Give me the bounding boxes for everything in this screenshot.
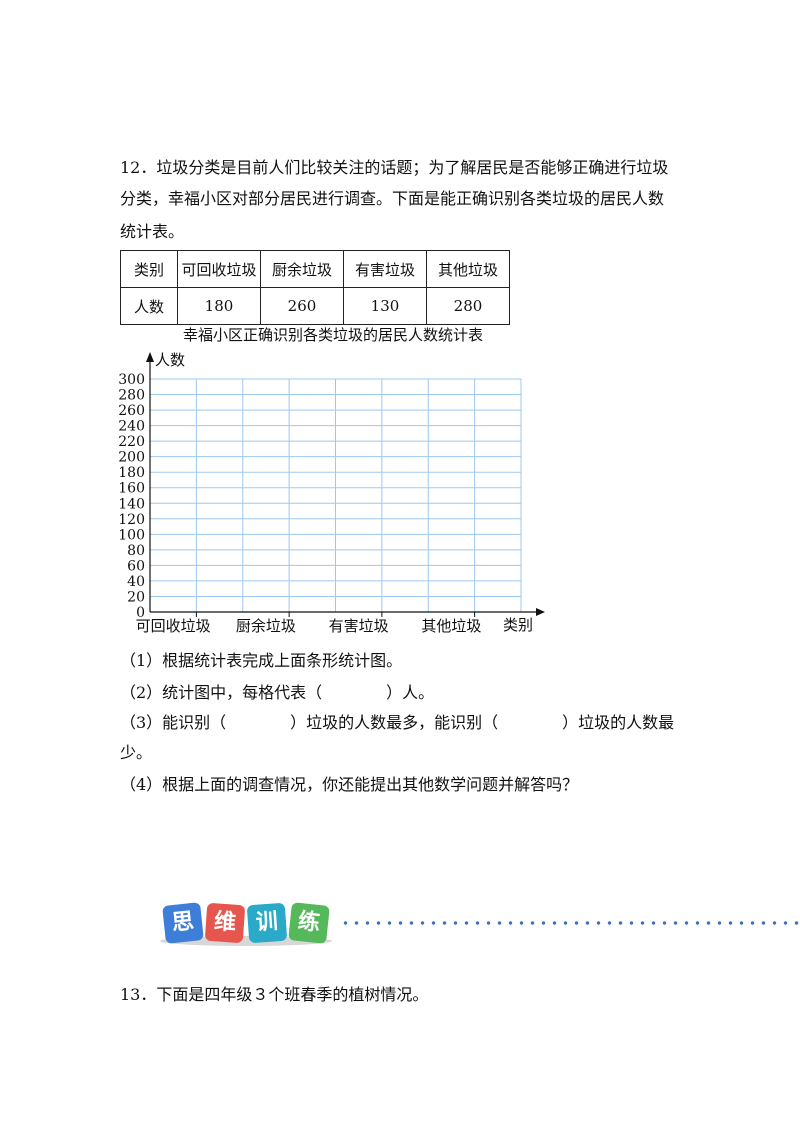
question-12-line-1: 12．垃圾分类是目前人们比较关注的话题；为了解居民是否能够正确进行垃圾 (120, 158, 669, 177)
banner-shadow (160, 936, 332, 946)
y-axis-label: 人数 (155, 351, 185, 369)
x-category-label: 其他垃圾 (421, 617, 481, 635)
y-tick-label: 300 (118, 372, 145, 388)
x-axis-arrow (536, 608, 545, 616)
table-cell: 可回收垃圾 (177, 250, 261, 288)
table-row: 人数 180 260 130 280 (120, 287, 510, 325)
y-tick-label: 140 (118, 496, 145, 512)
table-header-row: 类别 可回收垃圾 厨余垃圾 有害垃圾 其他垃圾 (120, 250, 510, 288)
banner-char-tile: 思 (162, 902, 204, 944)
x-category-labels: 可回收垃圾 厨余垃圾 有害垃圾 其他垃圾 (136, 617, 482, 635)
y-tick-labels: 0204060801001201401601802002202402602803… (118, 372, 145, 621)
dotted-divider (340, 921, 800, 925)
x-category-label: 可回收垃圾 (136, 617, 211, 635)
subquestion-2: （2）统计图中，每格代表（ ）人。 (120, 683, 435, 702)
table-cell: 130 (343, 287, 427, 325)
y-axis-arrow (146, 352, 154, 362)
bar-chart-grid: 幸福小区正确识别各类垃圾的居民人数统计表 人数 类别 0204060801001… (118, 326, 545, 635)
y-tick-label: 100 (118, 527, 145, 543)
x-axis-label: 类别 (503, 616, 533, 634)
y-tick-label: 0 (136, 605, 145, 621)
thinking-training-banner: 思 维 训 练 (160, 898, 800, 948)
banner-char-tile: 训 (246, 902, 288, 944)
y-tick-label: 20 (127, 589, 145, 605)
statistics-table: 类别 可回收垃圾 厨余垃圾 有害垃圾 其他垃圾 人数 180 260 130 2… (120, 250, 510, 325)
table-cell: 厨余垃圾 (260, 250, 344, 288)
question-12-line-3: 统计表。 (120, 222, 185, 241)
subquestion-1: （1）根据统计表完成上面条形统计图。 (120, 651, 403, 670)
x-category-label: 厨余垃圾 (236, 617, 296, 635)
y-tick-label: 160 (118, 481, 145, 497)
subquestion-3-line-1: （3）能识别（ ）垃圾的人数最多，能识别（ ）垃圾的人数最 (120, 713, 675, 732)
table-cell: 其他垃圾 (426, 250, 510, 288)
banner-char-tile: 维 (204, 902, 246, 944)
y-tick-label: 80 (127, 543, 145, 559)
y-tick-label: 180 (118, 465, 145, 481)
table-cell: 人数 (120, 287, 178, 325)
y-tick-label: 220 (118, 434, 145, 450)
chart-axes (146, 352, 545, 617)
y-tick-label: 260 (118, 403, 145, 419)
y-tick-label: 200 (118, 450, 145, 466)
y-tick-label: 240 (118, 419, 145, 435)
question-12-line-2: 分类，幸福小区对部分居民进行调查。下面是能正确识别各类垃圾的居民人数 (120, 189, 665, 208)
table-cell: 280 (426, 287, 510, 325)
table-cell: 有害垃圾 (343, 250, 427, 288)
chart-title: 幸福小区正确识别各类垃圾的居民人数统计表 (183, 326, 483, 344)
x-category-label: 有害垃圾 (329, 617, 389, 635)
table-cell: 类别 (120, 250, 178, 288)
subquestion-3-line-2: 少。 (120, 743, 153, 762)
grid-lines (150, 378, 522, 612)
subquestion-4: （4）根据上面的调查情况，你还能提出其他数学问题并解答吗？ (120, 775, 579, 794)
question-13-line-1: 13．下面是四年级３个班春季的植树情况。 (120, 985, 429, 1004)
table-cell: 180 (177, 287, 261, 325)
y-tick-label: 280 (118, 388, 145, 404)
table-cell: 260 (260, 287, 344, 325)
y-tick-label: 120 (118, 512, 145, 528)
y-tick-label: 40 (127, 574, 145, 590)
y-tick-label: 60 (127, 558, 145, 574)
banner-char-tile: 练 (288, 902, 330, 944)
